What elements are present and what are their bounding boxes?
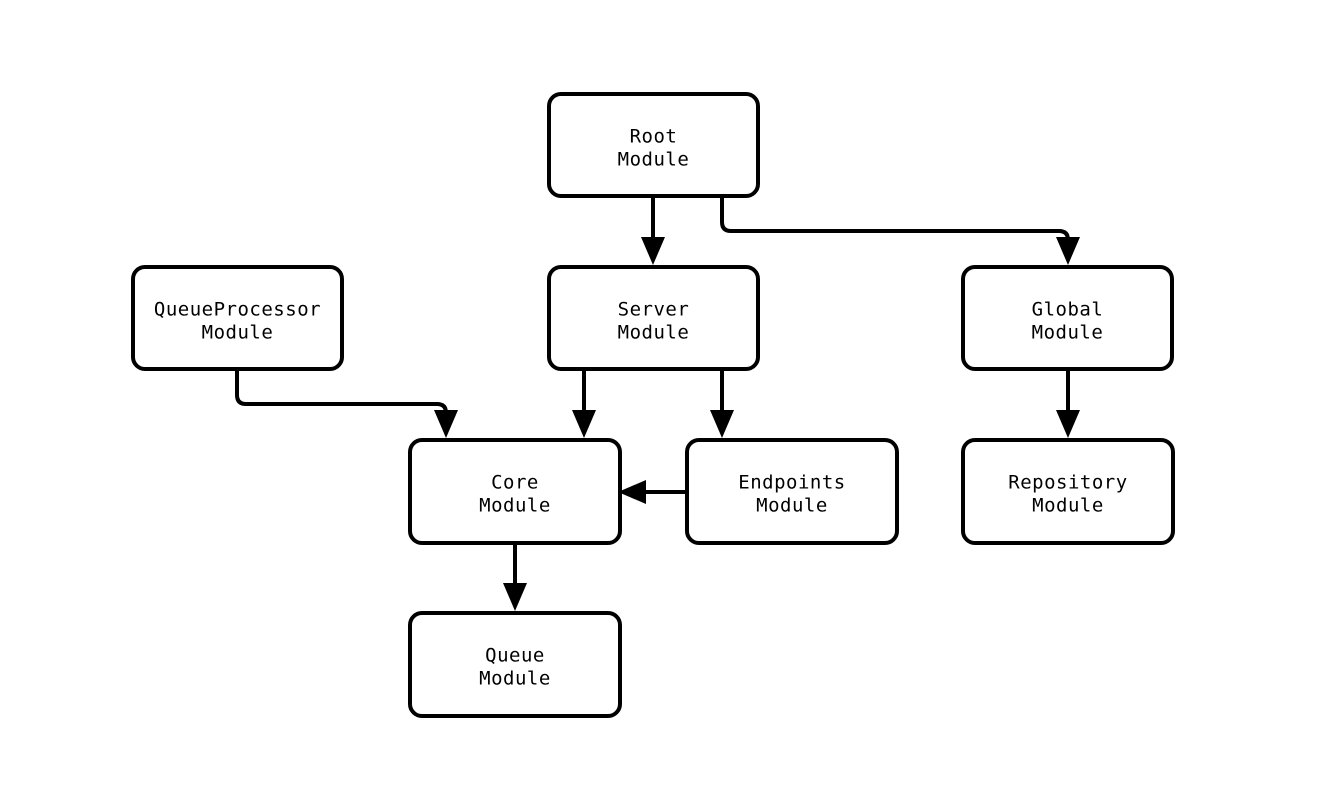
node-core-module-label-line2: Module <box>479 495 551 517</box>
node-root-module-box[interactable] <box>547 92 760 198</box>
edge-endpoints-to-core <box>618 480 687 504</box>
node-repository-module-box[interactable] <box>961 438 1175 545</box>
node-repository-module-label-line1: Repository <box>1008 472 1127 494</box>
node-server-module-label-line2: Module <box>618 322 690 344</box>
node-global-module-label-line2: Module <box>1032 322 1104 344</box>
node-queueprocessor-module-label-line2: Module <box>202 322 274 344</box>
node-queueprocessor-module-box[interactable] <box>131 265 344 371</box>
edge-global-to-repository-arrowhead <box>1056 410 1080 438</box>
node-repository-module[interactable]: Repository Module <box>961 438 1175 545</box>
node-server-module-label-line1: Server <box>618 299 690 321</box>
edge-server-to-endpoints <box>710 369 734 438</box>
edge-root-to-server-arrowhead <box>641 237 665 265</box>
node-endpoints-module-label-line1: Endpoints <box>738 472 845 494</box>
edge-queueprocessor-to-core-line <box>235 369 448 422</box>
edge-core-to-queue <box>503 543 527 611</box>
node-root-module-label-line1: Root <box>630 126 678 148</box>
node-endpoints-module[interactable]: Endpoints Module <box>685 438 899 545</box>
edge-global-to-repository <box>1056 369 1080 438</box>
edge-server-to-endpoints-arrowhead <box>710 410 734 438</box>
node-endpoints-module-box[interactable] <box>685 438 899 545</box>
node-global-module-box[interactable] <box>961 265 1174 371</box>
node-core-module-box[interactable] <box>408 438 622 545</box>
edge-root-to-global <box>720 196 1080 265</box>
node-root-module-label-line2: Module <box>618 149 690 171</box>
edge-core-to-queue-arrowhead <box>503 583 527 611</box>
node-global-module-label-line1: Global <box>1032 299 1104 321</box>
node-queue-module-label-line2: Module <box>479 668 551 690</box>
edge-server-to-core-arrowhead <box>572 410 596 438</box>
node-server-module[interactable]: Server Module <box>547 265 760 371</box>
edge-endpoints-to-core-arrowhead <box>618 480 646 504</box>
edge-root-to-global-arrowhead <box>1056 237 1080 265</box>
node-queueprocessor-module[interactable]: QueueProcessor Module <box>131 265 344 371</box>
node-endpoints-module-label-line2: Module <box>756 495 828 517</box>
edge-root-to-server <box>641 196 665 265</box>
node-core-module-label-line1: Core <box>491 472 539 494</box>
edge-queueprocessor-to-core <box>235 369 458 438</box>
node-queue-module-box[interactable] <box>408 611 622 718</box>
node-queue-module-label-line1: Queue <box>485 645 545 667</box>
node-core-module[interactable]: Core Module <box>408 438 622 545</box>
node-queue-module[interactable]: Queue Module <box>408 611 622 718</box>
edge-root-to-global-line <box>720 196 1070 249</box>
node-queueprocessor-module-label-line1: QueueProcessor <box>154 299 321 321</box>
node-repository-module-label-line2: Module <box>1032 495 1104 517</box>
edge-queueprocessor-to-core-arrowhead <box>434 410 458 438</box>
node-server-module-box[interactable] <box>547 265 760 371</box>
edge-server-to-core <box>572 369 596 438</box>
node-root-module[interactable]: Root Module <box>547 92 760 198</box>
node-global-module[interactable]: Global Module <box>961 265 1174 371</box>
